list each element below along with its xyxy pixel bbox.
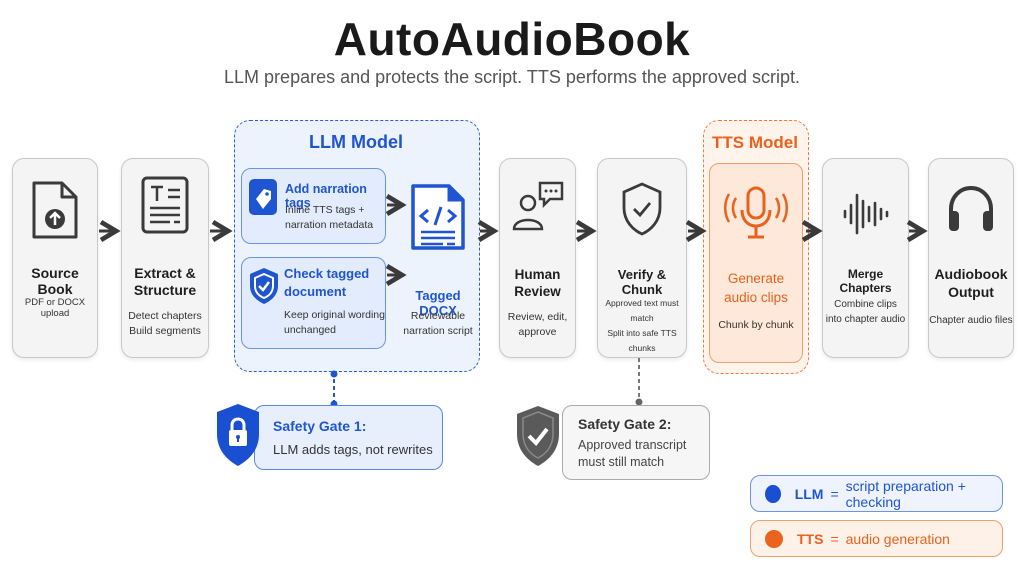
headphones-icon — [929, 181, 1013, 237]
gate-title: Safety Gate 1: — [273, 418, 367, 434]
card-title: Add narration tags — [285, 182, 367, 210]
legend-eq: = — [830, 530, 839, 547]
step-desc: PDF or DOCX upload — [24, 297, 86, 319]
step-desc-line2: into chapter audio — [825, 314, 906, 325]
legend-dot-llm — [765, 484, 781, 503]
step-name-line1: Audiobook — [934, 266, 1008, 282]
legend-dot-tts — [765, 529, 783, 548]
text-document-icon — [122, 175, 208, 235]
tagged-docx-desc-line1: Reviewable — [410, 310, 466, 322]
tts-model-title: TTS Model — [712, 133, 798, 152]
step-source-book: Source Book PDF or DOCX upload — [12, 158, 98, 358]
card-name-line1: Generate — [727, 271, 785, 286]
shield-check-icon — [515, 404, 561, 473]
step-name-line1: Human — [514, 267, 561, 282]
card-desc: Chunk by chunk — [718, 319, 794, 331]
safety-gate-2: Safety Gate 2: Approved transcript must … — [562, 405, 710, 480]
shield-check-icon — [248, 266, 280, 311]
generate-audio-clips-card: Generate audio clips Chunk by chunk — [709, 163, 803, 363]
step-desc-line1: Detect chapters — [128, 310, 202, 322]
gate-desc: LLM adds tags, not rewrites — [273, 442, 433, 457]
step-verify-chunk: Verify & Chunk Approved text must match … — [597, 158, 687, 358]
shield-check-icon — [598, 181, 686, 237]
step-name-line2: Structure — [133, 282, 197, 298]
shield-lock-icon — [215, 402, 261, 473]
legend-key: TTS — [797, 530, 824, 547]
step-desc-line2: Build segments — [129, 325, 201, 337]
code-document-icon — [409, 182, 467, 257]
legend-key: LLM — [794, 485, 824, 502]
step-desc-line1: Review, edit, — [507, 311, 568, 323]
page-title: AutoAudioBook — [333, 13, 691, 65]
step-desc-line1: Combine clips — [834, 299, 897, 310]
waveform-icon — [823, 191, 908, 237]
legend-desc: audio generation — [845, 530, 950, 547]
card-title-line1: Check tagged — [284, 266, 370, 281]
gate1-dot-top — [330, 370, 338, 378]
step-desc-line2: Split into safe TTS chunks — [607, 328, 677, 353]
add-narration-tags-card: Add narration tags Inline TTS tags + nar… — [241, 168, 386, 244]
gate-desc-line1: Approved transcript — [578, 438, 687, 452]
card-desc-line2: narration metadata — [285, 219, 374, 231]
gate-title: Safety Gate 2: — [578, 416, 672, 432]
step-extract-structure: Extract & Structure Detect chapters Buil… — [121, 158, 209, 358]
step-desc-line1: Approved text must match — [605, 298, 679, 323]
step-name-line2: Review — [514, 284, 561, 299]
step-name: Merge Chapters — [839, 267, 892, 295]
step-human-review: Human Review Review, edit, approve — [499, 158, 576, 358]
card-desc-line1: Inline TTS tags + — [285, 204, 365, 216]
legend-tts: TTS = audio generation — [750, 520, 1003, 557]
legend-desc: script preparation + checking — [845, 477, 966, 510]
step-name: Verify & Chunk — [617, 267, 667, 297]
file-upload-icon — [13, 179, 97, 241]
tag-icon — [249, 179, 277, 215]
gate2-dot — [635, 398, 643, 406]
safety-gate-1: Safety Gate 1: LLM adds tags, not rewrit… — [254, 405, 443, 470]
step-merge-chapters: Merge Chapters Combine clips into chapte… — [822, 158, 909, 358]
llm-model-title: LLM Model — [309, 132, 403, 152]
legend-llm: LLM = script preparation + checking — [750, 475, 1003, 512]
step-name: Source Book — [31, 265, 79, 297]
check-tagged-document-card: Check tagged document Keep original word… — [241, 257, 386, 349]
step-name-line1: Extract & — [134, 265, 196, 281]
step-audiobook-output: Audiobook Output Chapter audio files — [928, 158, 1014, 358]
page-subtitle: LLM prepares and protects the script. TT… — [224, 67, 800, 87]
microphone-icon — [710, 184, 802, 246]
person-chat-icon — [500, 179, 575, 237]
step-name-line2: Output — [948, 284, 994, 300]
card-desc-line1: Keep original wording — [284, 309, 385, 321]
card-name-line2: audio clips — [724, 290, 788, 305]
gate-desc-line2: must still match — [578, 455, 665, 469]
tagged-docx-desc-line2: narration script — [403, 325, 473, 337]
step-desc-line2: approve — [518, 326, 557, 338]
card-title-line2: document — [284, 284, 347, 299]
legend-eq: = — [830, 485, 839, 502]
step-desc: Chapter audio files — [929, 315, 1013, 326]
card-desc-line2: unchanged — [284, 324, 336, 336]
tagged-docx-name: Tagged DOCX — [415, 288, 461, 318]
